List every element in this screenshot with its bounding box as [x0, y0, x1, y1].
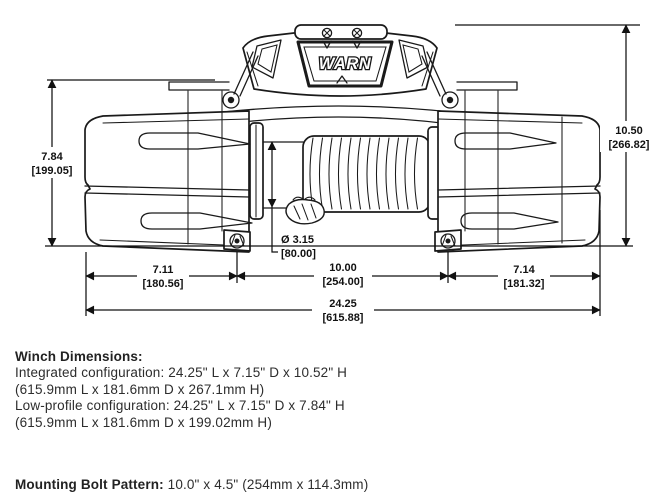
dim-value-mm: [266.82]: [609, 139, 650, 151]
winch-technical-drawing: WARN: [24, 24, 658, 324]
housing-right: [437, 90, 601, 253]
mounting-foot-right: [434, 229, 462, 252]
dim-right-width: 7.14 [181.32]: [504, 264, 545, 290]
dim-overall-width: 24.25 [615.88]: [323, 298, 364, 324]
dim-value-mm: [615.88]: [323, 312, 364, 324]
cap-screw-left: [321, 27, 333, 49]
dim-value-mm: [254.00]: [323, 276, 364, 288]
winch-body: WARN: [84, 24, 601, 253]
dim-value-mm: [181.32]: [504, 278, 545, 290]
cap-screw-right: [351, 27, 363, 49]
tie-plate-left: [168, 81, 230, 91]
tie-rod-boss-left: [222, 91, 240, 109]
winch-dimensions-heading: Winch Dimensions:: [15, 349, 143, 364]
low-profile-configuration-metric: (615.9mm L x 181.6mm D x 199.02mm H): [15, 414, 272, 430]
low-profile-configuration-line: Low-profile configuration: 24.25" L x 7.…: [15, 398, 345, 414]
dim-left-height: 7.84 [199.05]: [32, 151, 73, 177]
dim-value: 10.50: [615, 125, 643, 137]
rope-drum: [249, 122, 442, 220]
dim-left-width: 7.11 [180.56]: [143, 264, 184, 290]
dim-value: 7.84: [41, 151, 63, 163]
dim-value: 24.25: [329, 298, 357, 310]
dim-value: 7.14: [513, 264, 535, 276]
housing-left: [84, 90, 253, 253]
dimension-annotations: 7.84 [199.05] 10.50 [266.82] Ø 3.15 [80.…: [24, 24, 658, 324]
integrated-configuration-line: Integrated configuration: 24.25" L x 7.1…: [15, 365, 348, 381]
tie-rod-boss-right: [441, 91, 459, 109]
winch-dimensions-text: Winch Dimensions: Integrated configurati…: [15, 349, 347, 431]
tie-plate-right: [456, 81, 518, 91]
dim-value: 10.00: [329, 262, 357, 274]
wing-vent-right: [398, 39, 429, 79]
vent-slot: [140, 212, 253, 230]
rope-hook: [285, 196, 325, 225]
dim-value-mm: [80.00]: [281, 248, 316, 260]
mounting-bolt-pattern-value: 10.0" x 4.5" (254mm x 114.3mm): [163, 476, 369, 492]
integrated-configuration-metric: (615.9mm L x 181.6mm D x 267.1mm H): [15, 381, 265, 397]
dim-drum-diameter: Ø 3.15 [80.00]: [281, 234, 316, 260]
dim-value: Ø 3.15: [281, 234, 314, 246]
dim-value-mm: [199.05]: [32, 165, 73, 177]
mounting-foot-left: [223, 229, 251, 252]
mounting-bolt-pattern-line: Mounting Bolt Pattern: 10.0" x 4.5" (254…: [15, 476, 368, 493]
pack-cap: [294, 24, 388, 40]
warn-logo: WARN: [319, 55, 372, 73]
vent-slot: [454, 132, 557, 150]
mounting-bolt-pattern-label: Mounting Bolt Pattern:: [15, 476, 164, 492]
wing-vent-left: [251, 39, 282, 79]
dim-right-height: 10.50 [266.82]: [609, 125, 650, 151]
control-pack: WARN: [233, 24, 447, 97]
dim-center-width: 10.00 [254.00]: [323, 262, 364, 288]
dim-value-mm: [180.56]: [143, 278, 184, 290]
dim-value: 7.11: [153, 264, 174, 276]
